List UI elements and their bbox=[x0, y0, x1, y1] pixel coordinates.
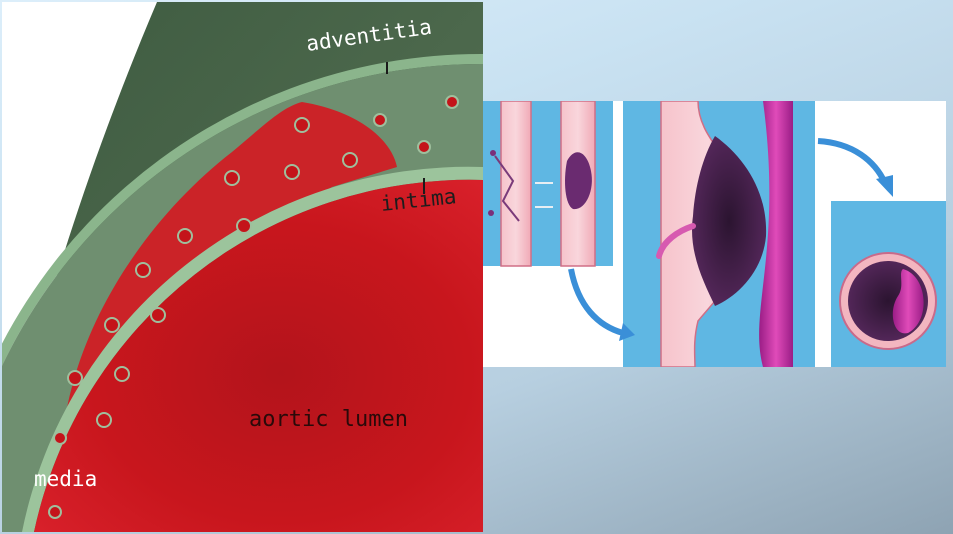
vessel-dot bbox=[237, 219, 251, 233]
vessel-dot bbox=[54, 432, 66, 444]
vessel-dot bbox=[225, 171, 239, 185]
aortic-wall-illustration: adventitia intima aortic lumen media bbox=[2, 2, 483, 532]
dissection-svg bbox=[483, 101, 946, 367]
vessel-dot bbox=[151, 308, 165, 322]
arrow-to-stage3 bbox=[818, 141, 885, 183]
vessel-dot bbox=[446, 96, 458, 108]
vessel-dot bbox=[178, 229, 192, 243]
stage-small-vessels bbox=[483, 101, 613, 266]
stage-cross-section bbox=[831, 201, 946, 367]
vessel-dot bbox=[136, 263, 150, 277]
dissection-progression-illustration bbox=[483, 101, 946, 367]
label-aortic-lumen: aortic lumen bbox=[249, 407, 408, 432]
label-media: media bbox=[34, 467, 97, 491]
particle bbox=[490, 150, 496, 156]
vessel-dot bbox=[343, 153, 357, 167]
arrow-to-stage2 bbox=[571, 269, 623, 333]
vessel-dot bbox=[97, 413, 111, 427]
vessel-dot bbox=[115, 367, 129, 381]
vessel-dot bbox=[418, 141, 430, 153]
vessel-dot bbox=[105, 318, 119, 332]
stage-large-dissection bbox=[623, 101, 815, 367]
aortic-wall-svg bbox=[2, 2, 483, 532]
arrow-head-stage3 bbox=[876, 175, 893, 197]
vessel-dot bbox=[49, 506, 61, 518]
vessel-dot bbox=[374, 114, 386, 126]
particle bbox=[488, 210, 494, 216]
vessel-1 bbox=[501, 101, 531, 266]
vessel-dot bbox=[68, 371, 82, 385]
vessel-dot bbox=[295, 118, 309, 132]
vessel-dot bbox=[285, 165, 299, 179]
